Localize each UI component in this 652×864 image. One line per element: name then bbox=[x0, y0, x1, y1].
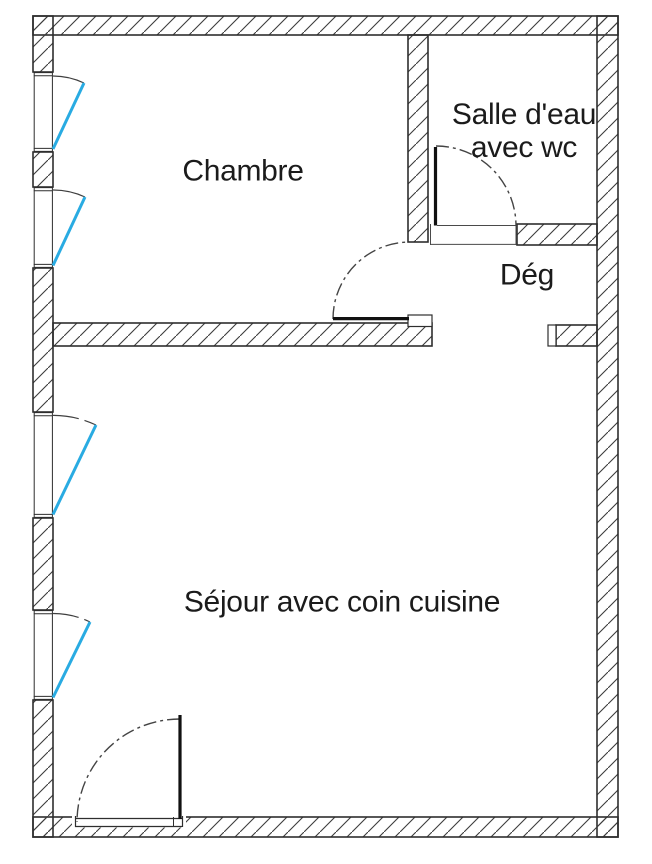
wall-left-segment-4 bbox=[32, 517, 54, 611]
jamb-deg-passage bbox=[547, 324, 557, 347]
wall-salle-eau-deg bbox=[516, 223, 598, 246]
window-4-casement bbox=[51, 621, 92, 699]
door-salle-eau bbox=[433, 145, 517, 227]
wall-right bbox=[596, 15, 619, 838]
door-chambre bbox=[332, 241, 411, 321]
window-3-swing-arc bbox=[52, 414, 97, 426]
label-salle-eau-line1: Salle d'eau bbox=[451, 98, 597, 131]
wall-chambre-salle-eau bbox=[407, 34, 429, 243]
label-chambre: Chambre bbox=[182, 154, 304, 188]
window-1-swing-arc bbox=[52, 75, 85, 84]
window-4-swing-arc bbox=[52, 612, 91, 623]
window-4 bbox=[33, 610, 92, 700]
label-salle-eau: Salle d'eau avec wc bbox=[451, 98, 597, 164]
label-salle-eau-line2: avec wc bbox=[470, 131, 578, 164]
entry-threshold bbox=[72, 815, 186, 828]
door-entry-swing-arc bbox=[76, 718, 181, 823]
window-2-casement bbox=[51, 196, 87, 267]
window-3-casement bbox=[51, 424, 98, 516]
window-1 bbox=[33, 72, 86, 152]
salle-eau-doorway bbox=[430, 224, 517, 245]
window-2-swing-arc bbox=[52, 189, 86, 198]
window-2 bbox=[33, 187, 87, 268]
wall-left-segment-2 bbox=[32, 151, 54, 188]
wall-top bbox=[32, 15, 619, 36]
window-3 bbox=[33, 412, 98, 518]
wall-left-segment-5 bbox=[32, 699, 54, 838]
wall-deg-stub bbox=[555, 324, 598, 347]
door-entry bbox=[76, 715, 182, 823]
wall-left-segment-1 bbox=[32, 15, 54, 73]
wall-left-segment-3 bbox=[32, 267, 54, 413]
door-chambre-swing-arc bbox=[332, 241, 411, 320]
wall-chambre-sejour bbox=[52, 322, 433, 347]
jamb-chambre-door bbox=[407, 314, 433, 328]
label-sejour: Séjour avec coin cuisine bbox=[183, 585, 501, 619]
label-deg: Dég bbox=[499, 258, 555, 292]
window-1-casement bbox=[51, 82, 86, 150]
